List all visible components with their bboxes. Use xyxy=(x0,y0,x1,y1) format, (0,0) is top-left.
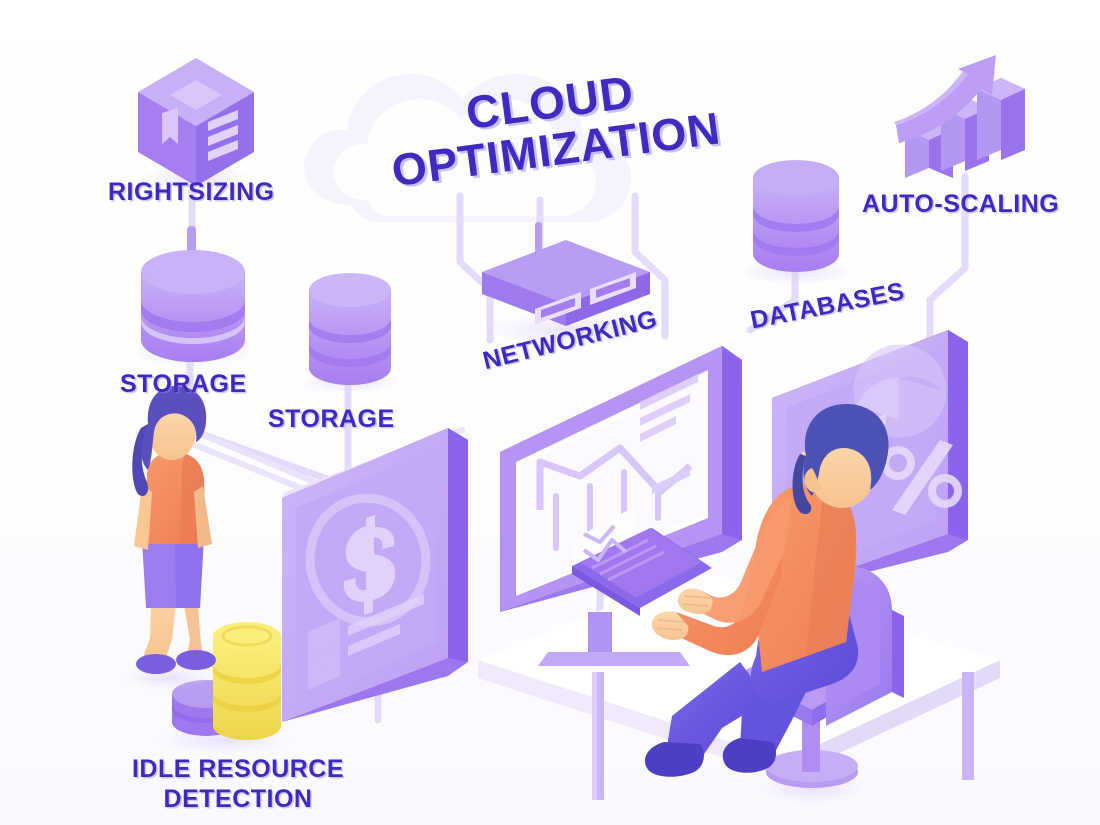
cloud-shape-icon xyxy=(304,74,631,222)
label-rightsizing: RIGHTSIZING xyxy=(108,178,275,206)
label-auto-scaling: AUTO-SCALING xyxy=(862,190,1060,218)
standing-woman-figure xyxy=(122,386,218,690)
isometric-cube-icon xyxy=(138,58,254,191)
label-storage-left: STORAGE xyxy=(120,370,247,398)
router-icon xyxy=(482,222,650,346)
laptop-screen xyxy=(572,506,712,616)
label-storage-mid: STORAGE xyxy=(268,405,395,433)
connector-router-right-branch xyxy=(631,192,669,340)
label-idle-resource-detection: IDLE RESOURCE DETECTION xyxy=(131,755,345,813)
storage-cylinder-icon-large xyxy=(131,226,255,366)
database-cylinder-icon xyxy=(738,160,854,285)
connector-router-left-branch xyxy=(456,192,494,344)
cost-dashboard-panel xyxy=(282,428,468,722)
storage-cylinder-icon-small xyxy=(302,273,398,393)
connector-autoscaling-to-screen xyxy=(926,208,969,344)
coin-stack-icon xyxy=(158,622,290,754)
dollar-coin-icon xyxy=(343,515,396,615)
growth-bar-chart-icon xyxy=(894,55,1025,178)
seated-man-figure xyxy=(644,404,889,777)
